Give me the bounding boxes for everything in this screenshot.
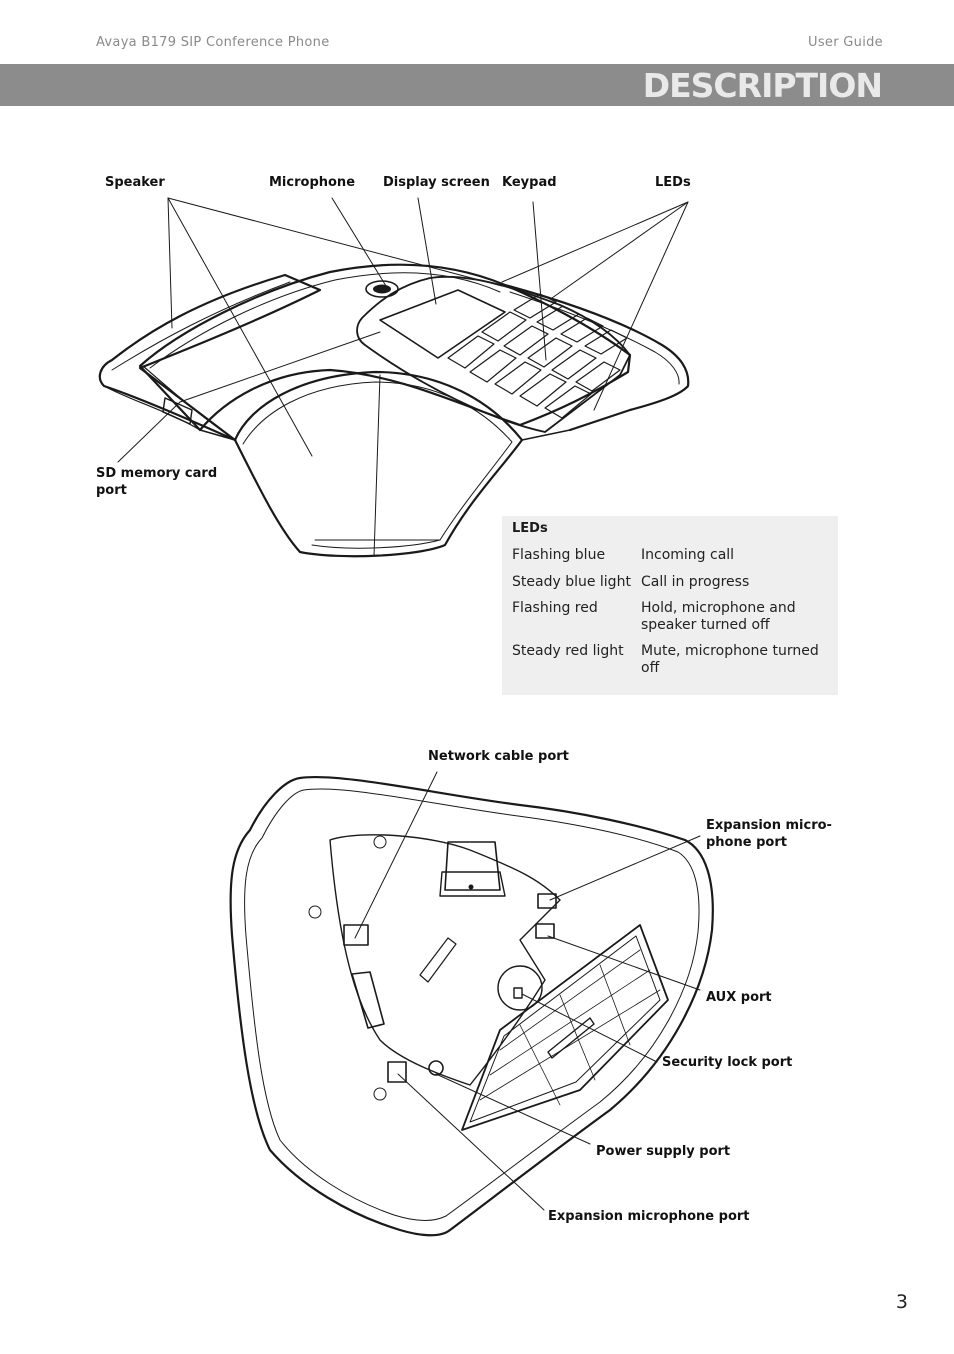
section-title-bar: DESCRIPTION bbox=[0, 64, 954, 106]
label-security-lock-port: Security lock port bbox=[662, 1055, 793, 1070]
label-speaker: Speaker bbox=[105, 175, 165, 190]
label-sd-card-line1: SD memory card bbox=[96, 466, 218, 481]
label-expansion-microphone-port: Expansion microphone port bbox=[548, 1209, 750, 1224]
led-state: Flashing red bbox=[512, 600, 598, 616]
section-title: DESCRIPTION bbox=[642, 66, 883, 105]
header-guide: User Guide bbox=[808, 35, 883, 50]
label-microphone: Microphone bbox=[269, 175, 356, 190]
led-meaning: Hold, microphone and speaker turned off bbox=[641, 600, 796, 633]
page-number: 3 bbox=[895, 1291, 908, 1313]
label-sd-card: SD memory card port bbox=[96, 465, 217, 499]
led-legend-box: LEDs Flashing blue Incoming call Steady … bbox=[502, 516, 838, 695]
header-product: Avaya B179 SIP Conference Phone bbox=[96, 35, 330, 50]
label-expansion-micro-line2: phone port bbox=[706, 835, 787, 850]
label-keypad: Keypad bbox=[502, 175, 557, 190]
led-state: Flashing blue bbox=[512, 547, 606, 563]
label-leds: LEDs bbox=[655, 175, 691, 190]
led-state: Steady blue light bbox=[512, 574, 631, 590]
label-network-cable-port: Network cable port bbox=[428, 749, 569, 764]
led-meaning: Call in progress bbox=[641, 574, 750, 590]
label-expansion-micro-line1: Expansion micro- bbox=[706, 818, 832, 833]
label-aux-port: AUX port bbox=[706, 990, 772, 1005]
label-sd-card-line2: port bbox=[96, 483, 127, 498]
led-meaning: Mute, microphone turned off bbox=[641, 643, 819, 676]
label-power-supply-port: Power supply port bbox=[596, 1144, 731, 1159]
label-expansion-micro-port: Expansion micro- phone port bbox=[706, 817, 832, 851]
led-state: Steady red light bbox=[512, 643, 624, 659]
top-callout-lines bbox=[117, 197, 689, 463]
phone-bottom-view bbox=[229, 775, 714, 1237]
phone-top-view bbox=[98, 263, 690, 558]
bottom-callout-lines bbox=[354, 771, 701, 1211]
label-display-screen: Display screen bbox=[383, 175, 490, 190]
led-legend-title: LEDs bbox=[512, 521, 548, 536]
led-meaning: Incoming call bbox=[641, 547, 735, 563]
